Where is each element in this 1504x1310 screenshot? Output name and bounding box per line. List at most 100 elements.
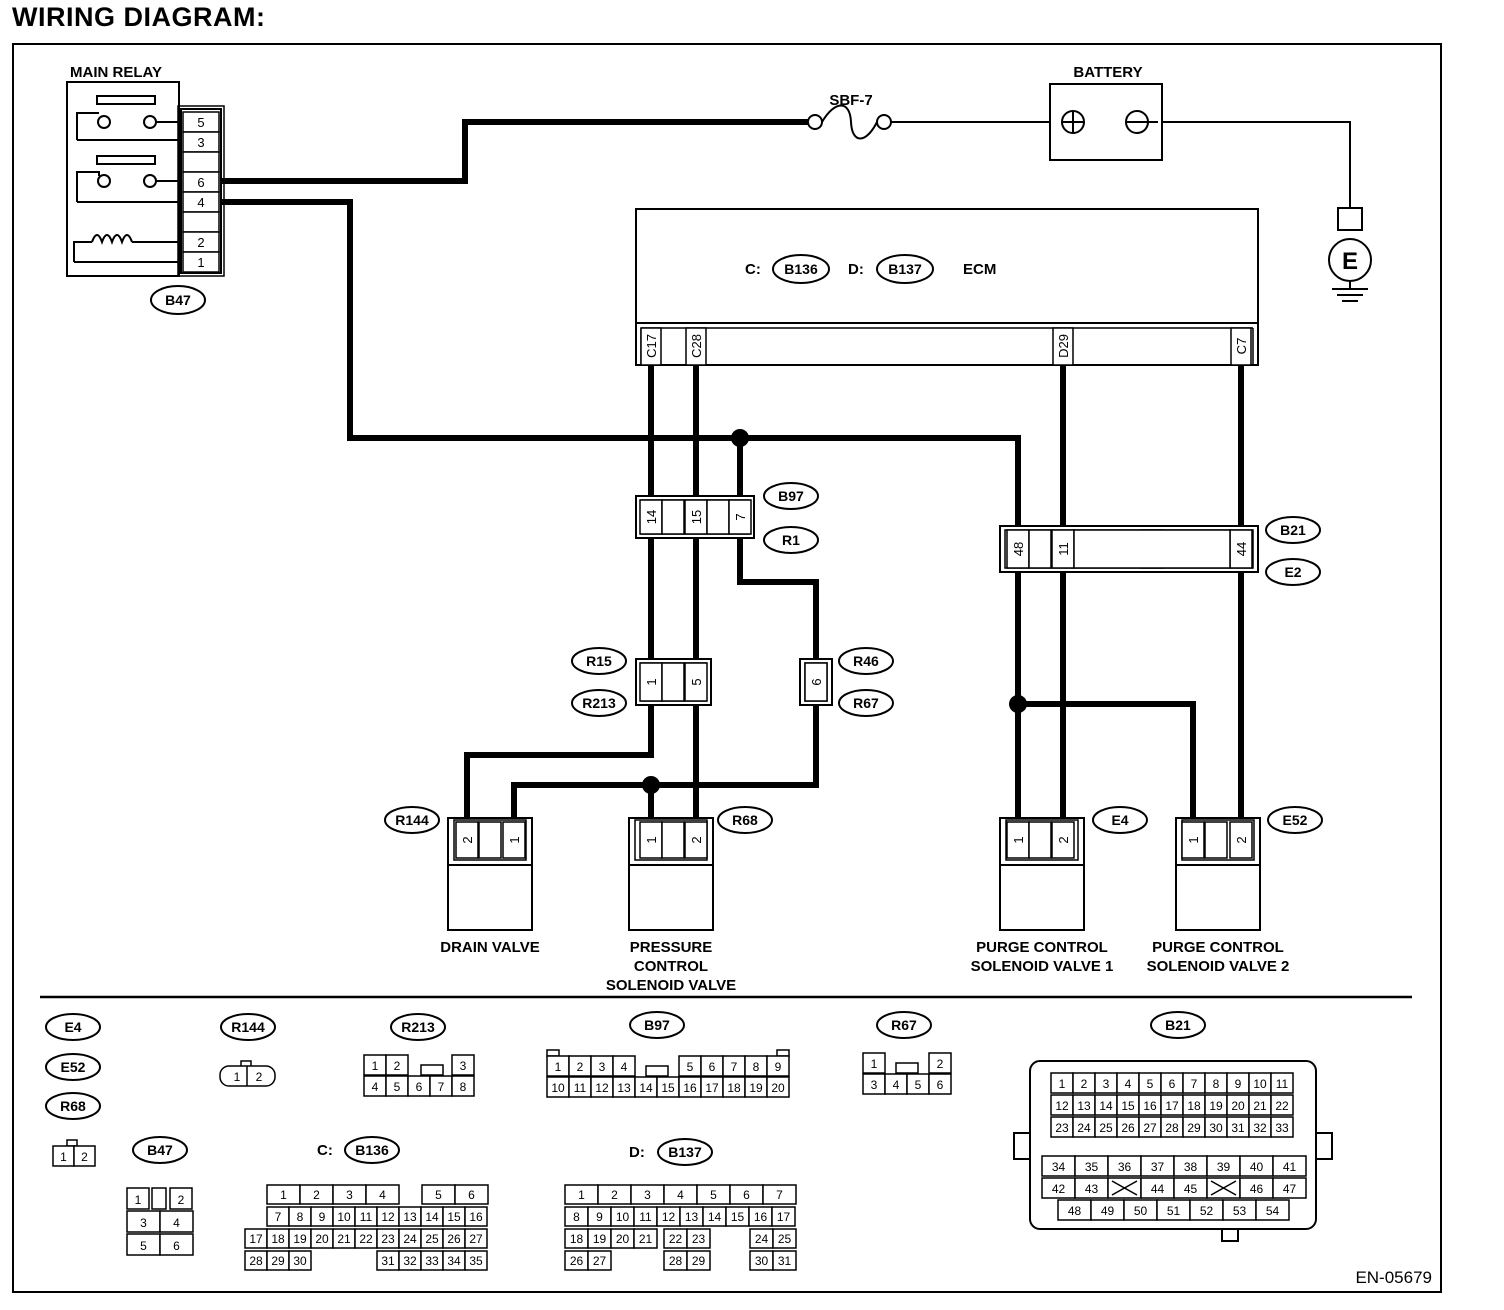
pin-number: 20 xyxy=(1231,1099,1245,1113)
ecm-label: ECM xyxy=(963,261,996,278)
legend-prefix: D: xyxy=(629,1144,645,1161)
pin-number: 7 xyxy=(438,1080,445,1094)
pin-number: 18 xyxy=(727,1081,741,1095)
pin-number: 26 xyxy=(1121,1121,1135,1135)
pin-number: 12 xyxy=(381,1210,395,1224)
pin-number: 3 xyxy=(346,1188,353,1202)
pin-number: 1 xyxy=(372,1059,379,1073)
relay-coil xyxy=(73,234,181,263)
legend-connector-label: B21 xyxy=(1165,1017,1191,1033)
pin-number: 9 xyxy=(319,1210,326,1224)
pin-number: 1 xyxy=(234,1070,241,1084)
pin-number: 8 xyxy=(753,1060,760,1074)
pin-number: 22 xyxy=(359,1232,373,1246)
pin-number: 19 xyxy=(293,1232,307,1246)
pin-number: 6 xyxy=(1169,1077,1176,1091)
pin-number: 14 xyxy=(425,1210,439,1224)
pin-number: 37 xyxy=(1151,1160,1165,1174)
pin-number: 28 xyxy=(249,1254,263,1268)
pin-number: 16 xyxy=(469,1210,483,1224)
pin-number: 4 xyxy=(173,1216,180,1230)
pin-number: 1 xyxy=(1011,836,1026,843)
pin-number: 10 xyxy=(616,1210,630,1224)
pin-number: 32 xyxy=(403,1254,417,1268)
pin-number: 21 xyxy=(1253,1099,1267,1113)
pin-number: 7 xyxy=(731,1060,738,1074)
pin-number: 18 xyxy=(1187,1099,1201,1113)
pin-number: 6 xyxy=(937,1078,944,1092)
component-name: SOLENOID VALVE 1 xyxy=(971,958,1114,975)
ecm-prefix-d: D: xyxy=(848,261,864,278)
pin-number: 41 xyxy=(1283,1160,1297,1174)
pin-number: 51 xyxy=(1167,1204,1181,1218)
connector-label: R1 xyxy=(782,532,800,548)
pin-number: 13 xyxy=(685,1210,699,1224)
pin-number: 14 xyxy=(1099,1099,1113,1113)
pin-number: 18 xyxy=(570,1232,584,1246)
pin-number: 9 xyxy=(1235,1077,1242,1091)
pin-number: 47 xyxy=(1283,1182,1297,1196)
pin-number: 29 xyxy=(1187,1121,1201,1135)
pin-number: 28 xyxy=(1165,1121,1179,1135)
component-name: CONTROL xyxy=(634,958,708,975)
pin-number: 4 xyxy=(372,1080,379,1094)
pin-number: 44 xyxy=(1151,1182,1165,1196)
pin-number: 27 xyxy=(469,1232,483,1246)
pin-number: 2 xyxy=(197,235,204,250)
connector-label: B21 xyxy=(1280,522,1306,538)
battery-label: BATTERY xyxy=(1073,64,1142,81)
pin-number: 3 xyxy=(871,1078,878,1092)
pin-number: 14 xyxy=(639,1081,653,1095)
pin-number: 27 xyxy=(593,1254,607,1268)
pin-number: 2 xyxy=(1234,836,1249,843)
pin-number: 1 xyxy=(1059,1077,1066,1091)
pin-number: 19 xyxy=(1209,1099,1223,1113)
fuse-sbf7: SBF-7 xyxy=(807,92,892,140)
pin-number: 19 xyxy=(593,1232,607,1246)
connector-label: R15 xyxy=(586,653,612,669)
pin-number: 23 xyxy=(692,1232,706,1246)
pin-number: 32 xyxy=(1253,1121,1267,1135)
pin-number: 11 xyxy=(574,1081,587,1095)
pin-number: 29 xyxy=(692,1254,706,1268)
pin-number: 36 xyxy=(1118,1160,1132,1174)
pin-number: 20 xyxy=(771,1081,785,1095)
pin-number: 16 xyxy=(683,1081,697,1095)
pin-number: 7 xyxy=(776,1188,783,1202)
pin-number: 13 xyxy=(617,1081,631,1095)
pin-number: 16 xyxy=(754,1210,768,1224)
pin-number: 8 xyxy=(573,1210,580,1224)
pin-number: 23 xyxy=(381,1232,395,1246)
pin-number: 2 xyxy=(81,1150,88,1164)
pin-number: 9 xyxy=(775,1060,782,1074)
pin-number: 49 xyxy=(1101,1204,1115,1218)
pin-number: 3 xyxy=(460,1059,467,1073)
pin-number: 17 xyxy=(1165,1099,1179,1113)
pin-number: 6 xyxy=(173,1239,180,1253)
pin-number: 24 xyxy=(403,1232,417,1246)
pin-number: 1 xyxy=(60,1150,67,1164)
connector-label: R67 xyxy=(853,695,879,711)
connector-label: R68 xyxy=(732,812,758,828)
ecm-connector-c: B136 xyxy=(784,261,818,277)
pin-number: 33 xyxy=(425,1254,439,1268)
pin-number: 16 xyxy=(1143,1099,1157,1113)
pin-number: 3 xyxy=(197,135,204,150)
wire-b97-7-r46 xyxy=(737,538,819,661)
pin-number: 15 xyxy=(731,1210,745,1224)
pin-number: 21 xyxy=(337,1232,351,1246)
pin-number: 13 xyxy=(403,1210,417,1224)
joint-connector-r46: 6 R46 R67 xyxy=(799,647,894,717)
pin-number: 30 xyxy=(293,1254,307,1268)
pin-number: 19 xyxy=(749,1081,763,1095)
pin-number: 6 xyxy=(416,1080,423,1094)
pin-number: 22 xyxy=(1275,1099,1289,1113)
pin-number: 39 xyxy=(1217,1160,1231,1174)
pin-number: 6 xyxy=(709,1060,716,1074)
pin-number: 43 xyxy=(1085,1182,1099,1196)
pin-number: 40 xyxy=(1250,1160,1264,1174)
